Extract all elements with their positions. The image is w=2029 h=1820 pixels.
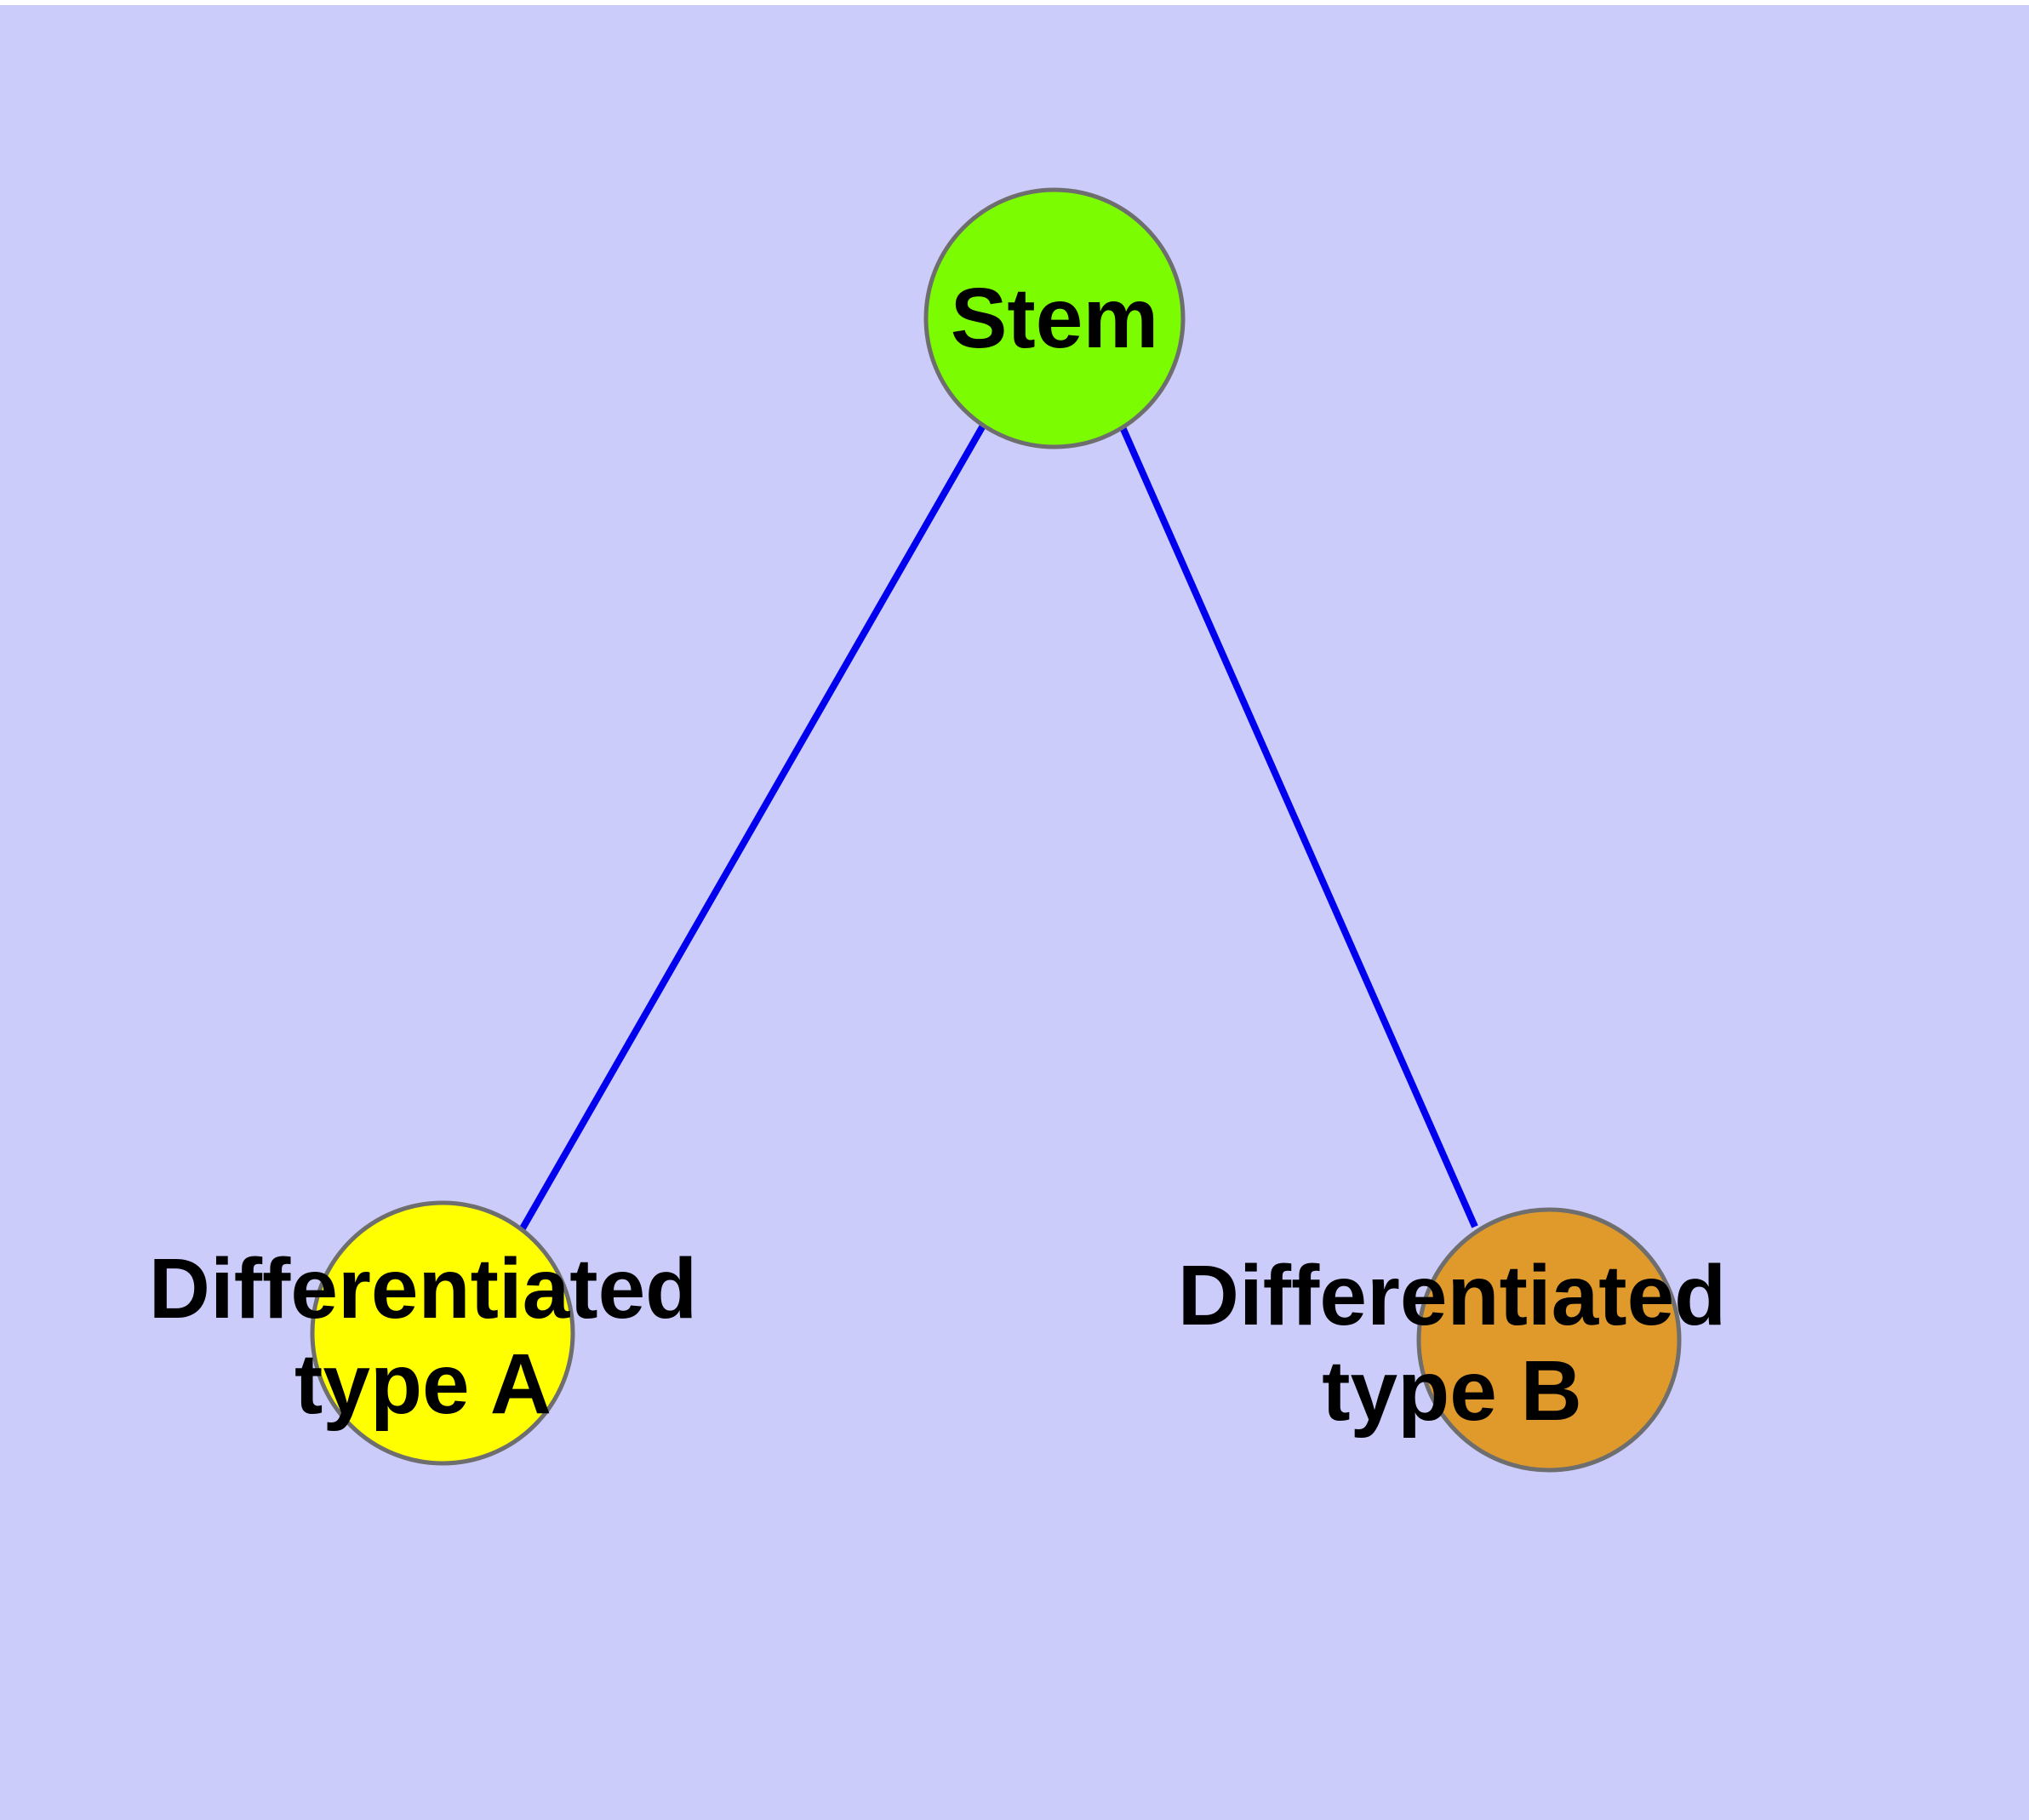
node-label-stem: Stem <box>951 271 1159 366</box>
nodes-group <box>310 187 1682 1473</box>
edge-stem-to-differentiated-a[interactable] <box>519 424 986 1230</box>
node-label-line: Differentiated <box>1178 1248 1727 1343</box>
node-label-line: Differentiated <box>149 1241 698 1336</box>
node-differentiated-type-a[interactable] <box>310 1200 575 1466</box>
node-label-line: Stem <box>951 271 1159 366</box>
node-differentiated-type-b[interactable] <box>1416 1207 1682 1473</box>
node-label-line: type A <box>294 1336 552 1432</box>
canvas-top-strip <box>0 0 2029 5</box>
node-label-line: type B <box>1322 1343 1582 1439</box>
node-stem[interactable] <box>923 187 1186 449</box>
edges-group <box>519 424 1478 1230</box>
edge-stem-to-differentiated-b[interactable] <box>1119 426 1478 1228</box>
